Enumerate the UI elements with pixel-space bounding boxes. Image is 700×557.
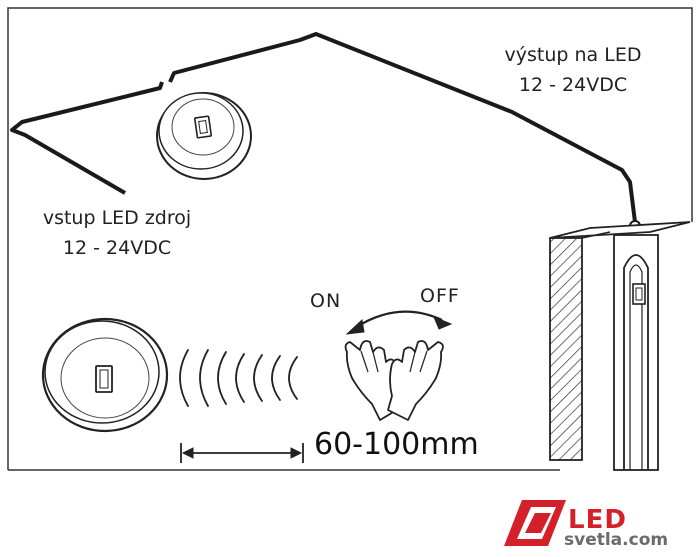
distance-dimension bbox=[180, 443, 304, 463]
output-wire bbox=[168, 32, 637, 223]
off-label: OFF bbox=[420, 285, 460, 307]
sensor-top bbox=[156, 92, 252, 180]
input-label: vstup LED zdroj 12 - 24VDC bbox=[22, 203, 212, 263]
led-logo-icon bbox=[504, 500, 566, 546]
input-wire bbox=[10, 81, 164, 195]
on-label: ON bbox=[310, 290, 342, 312]
sensing-waves bbox=[179, 349, 298, 407]
output-label: výstup na LED 12 - 24VDC bbox=[488, 40, 658, 100]
output-label-line2: 12 - 24VDC bbox=[518, 74, 628, 96]
on-off-arrow bbox=[345, 310, 453, 335]
distance-label: 60-100mm bbox=[314, 427, 479, 462]
input-label-line1: vstup LED zdroj bbox=[42, 207, 192, 229]
output-label-line1: výstup na LED bbox=[504, 44, 642, 66]
logo-text: LED bbox=[568, 505, 627, 535]
cabinet bbox=[549, 221, 691, 471]
sensor-front bbox=[41, 317, 169, 433]
scene-frame bbox=[7, 7, 693, 471]
input-label-line2: 12 - 24VDC bbox=[62, 237, 172, 259]
waving-hands-icon bbox=[344, 340, 444, 421]
logo-subtext: svetla.com bbox=[564, 530, 669, 550]
